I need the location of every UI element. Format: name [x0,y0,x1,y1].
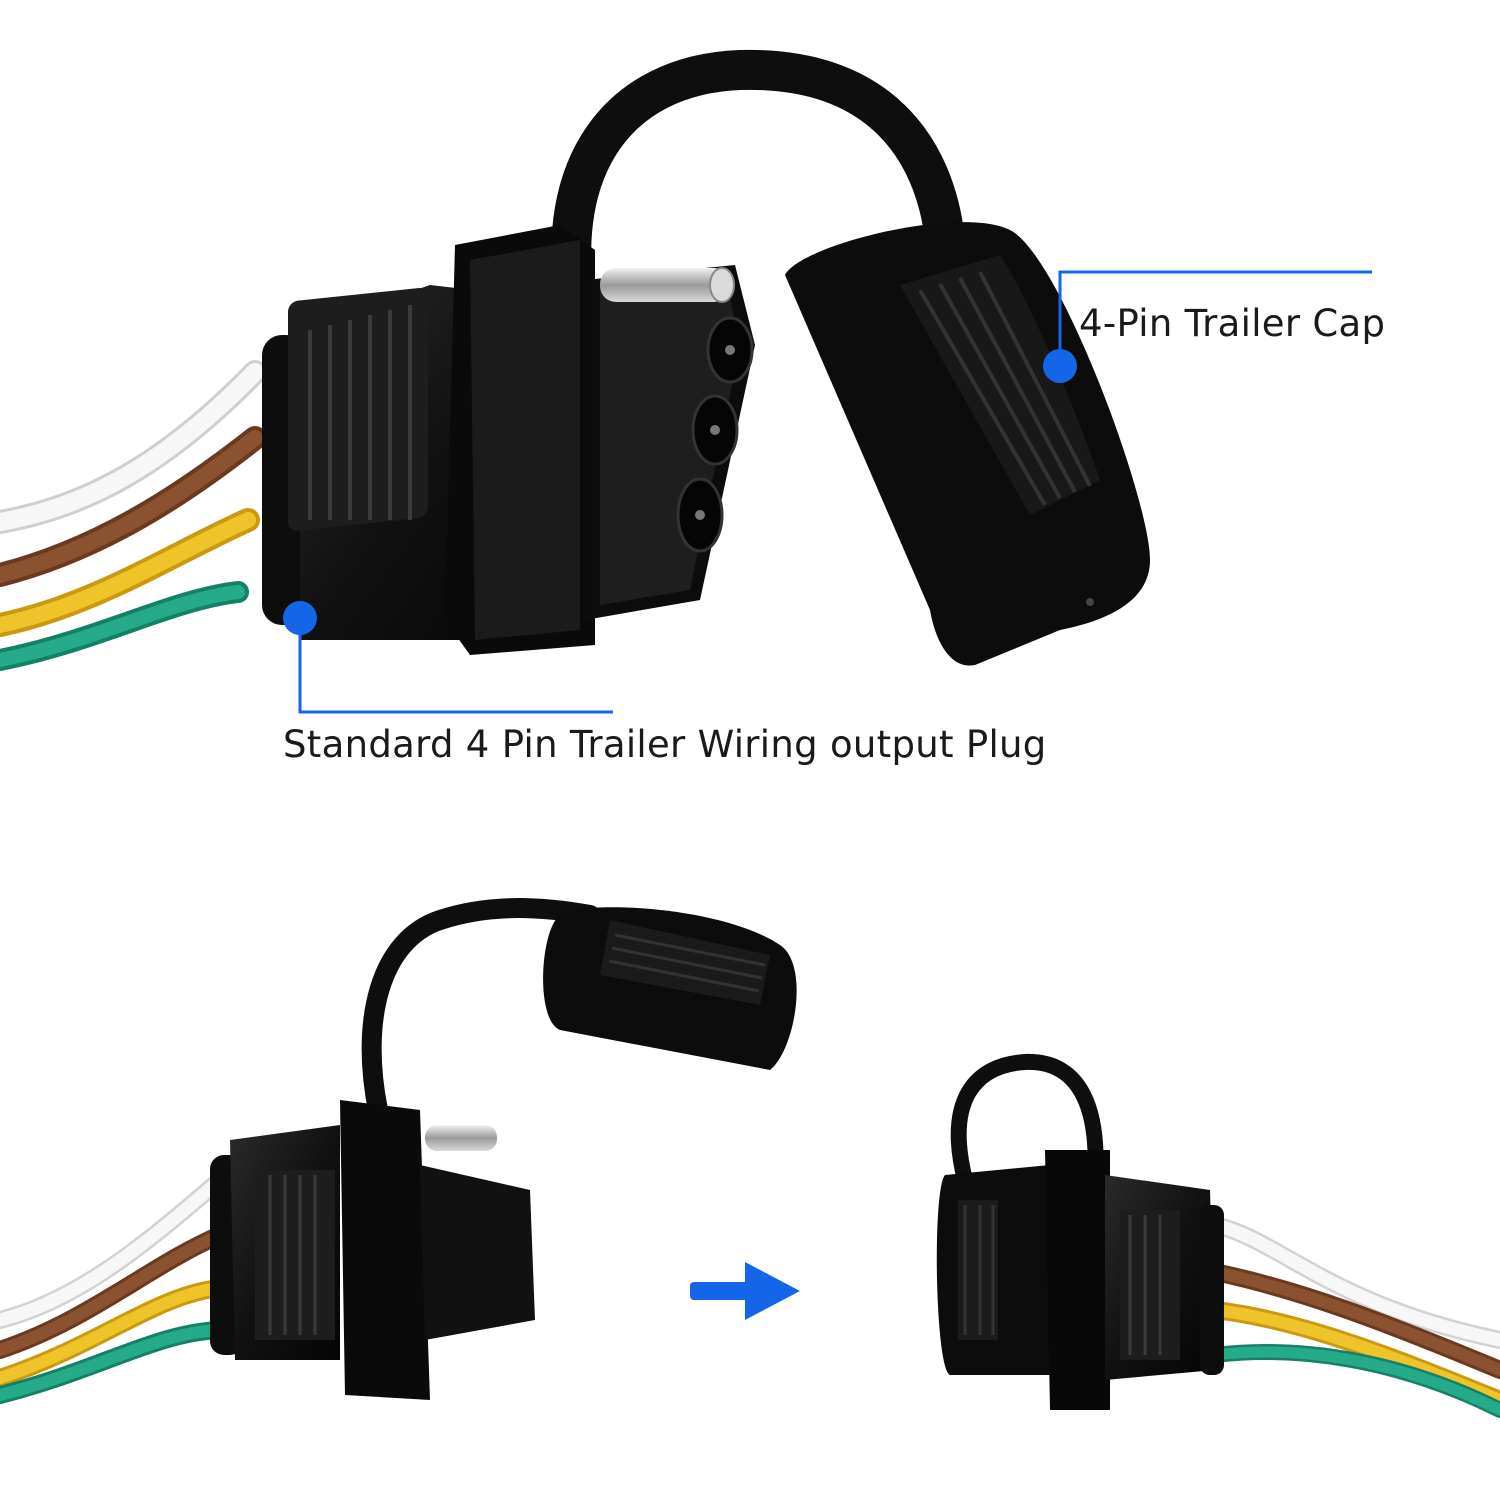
bottom-right-wire-bundle [1206,1216,1500,1418]
top-plug-grip-ridges [288,288,428,531]
plug-callout-pointer [283,601,613,714]
bottom-left-wire-bundle [0,1171,234,1404]
bottom-left-strap [361,898,600,1120]
top-plug-connector [262,225,755,655]
bottom-left-plug-connector [210,1100,535,1400]
right-arrow-icon [690,1262,800,1320]
top-trailer-cap [785,222,1150,666]
bottom-left-trailer-cap [543,907,797,1070]
top-wire-bundle [0,360,267,671]
cap-callout-label: 4-Pin Trailer Cap [1079,302,1386,345]
cap-callout-pointer [1043,270,1372,383]
top-strap [551,49,965,320]
top-metal-pin [600,267,735,303]
plug-callout-label: Standard 4 Pin Trailer Wiring output Plu… [283,723,1047,766]
bottom-right-strap-loop [950,1053,1104,1182]
top-pin-sockets [676,316,754,553]
bottom-right-capped-connector [936,1150,1224,1410]
